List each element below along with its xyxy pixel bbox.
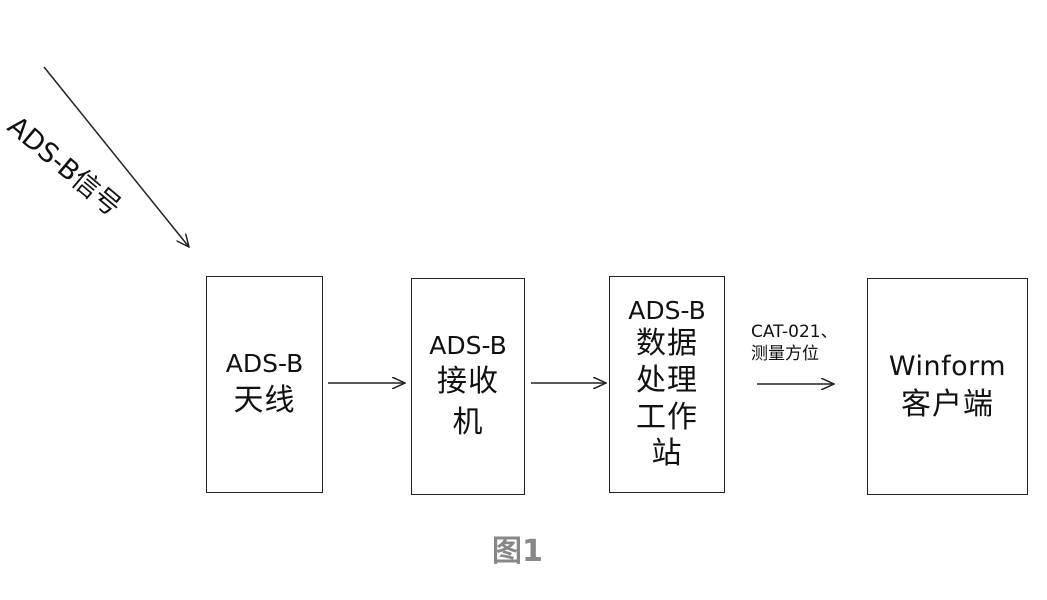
node-receiver-line3: 机 — [452, 404, 484, 440]
node-antenna: ADS-B 天线 — [206, 276, 323, 493]
node-receiver-line2: 接收 — [437, 364, 499, 400]
node-client: Winform 客户端 — [867, 278, 1028, 495]
node-station: ADS-B 数据 处理 工作 站 — [609, 276, 725, 493]
signal-arrow — [43, 66, 189, 247]
edge-label-line2: 测量方位 — [751, 344, 819, 364]
figure-caption: 图1 — [492, 534, 543, 569]
edge-label-line1: CAT-021、 — [751, 322, 838, 342]
node-antenna-line1: ADS-B — [225, 349, 304, 379]
node-receiver-line1: ADS-B — [429, 330, 507, 360]
node-station-line1: ADS-B — [628, 296, 706, 326]
node-station-line3: 处理 — [636, 362, 698, 398]
node-antenna-line2: 天线 — [233, 383, 296, 419]
node-client-line1: Winform — [888, 351, 1007, 383]
node-station-line2: 数据 — [636, 326, 698, 362]
node-station-line5: 站 — [651, 436, 683, 472]
node-receiver: ADS-B 接收 机 — [411, 278, 525, 495]
edge-label-station-to-client: CAT-021、 测量方位 — [751, 321, 838, 365]
node-client-line2: 客户端 — [901, 386, 994, 422]
node-station-line4: 工作 — [636, 399, 698, 435]
